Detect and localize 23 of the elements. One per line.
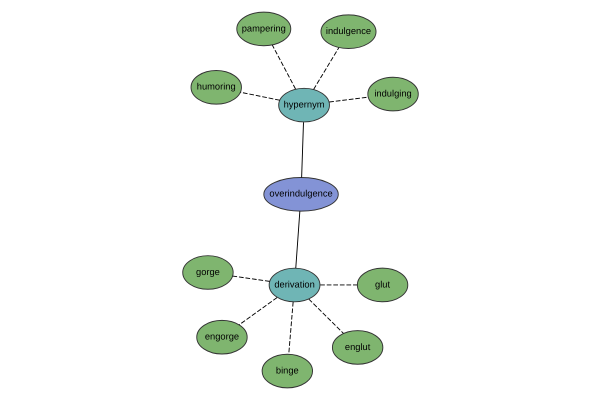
node-ellipse: overindulgence [262,177,338,212]
connector [328,96,368,102]
connector [240,92,280,101]
connector [238,297,277,326]
connector [271,44,296,90]
node-ellipse: humoring [190,70,242,105]
connector [288,302,294,355]
node-ellipse: glut [356,268,408,302]
connector [300,122,304,178]
node-ellipse: binge [261,354,312,388]
connector [312,47,339,90]
connector [319,284,358,286]
node-ellipse: indulgence [320,14,376,49]
connector [232,276,270,282]
node-ellipse: gorge [182,255,234,290]
node-ellipse: engorge [196,320,248,354]
connector [294,210,300,268]
node-ellipse: indulging [366,76,418,112]
node-ellipse: pampering [236,12,291,46]
node-ellipse: derivation [268,268,320,302]
node-ellipse: hypernym [278,88,330,122]
connector [308,298,344,334]
node-ellipse: englut [331,330,383,365]
